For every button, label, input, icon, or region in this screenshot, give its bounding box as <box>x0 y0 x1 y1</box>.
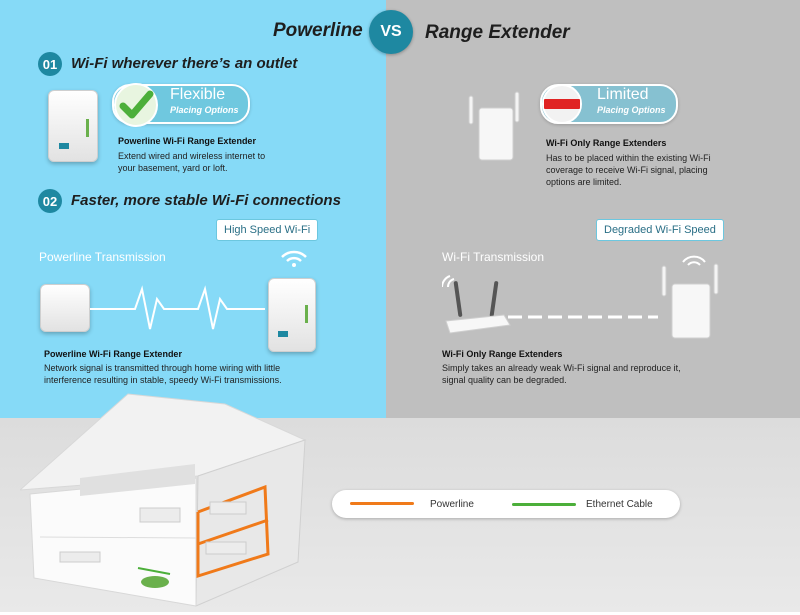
limited-sublabel: Placing Options <box>597 105 666 115</box>
wifi-only-extender-name-2: Wi-Fi Only Range Extenders <box>442 349 563 359</box>
wifi-signal-icon <box>279 248 309 273</box>
section-number-01: 01 <box>38 52 62 76</box>
powerline-wifi-extender-device <box>268 278 316 352</box>
limited-bar-icon <box>540 84 584 129</box>
powerline-panel <box>0 0 386 418</box>
degraded-speed-bubble: Degraded Wi-Fi Speed <box>596 219 724 241</box>
section1-heading: Wi-Fi wherever there’s an outlet <box>71 55 298 72</box>
checkmark-icon <box>113 82 159 133</box>
powerline-description: Extend wired and wireless internet to yo… <box>118 151 266 173</box>
range-extender-description: Has to be placed within the existing Wi-… <box>546 153 711 187</box>
legend: Powerline Ethernet Cable <box>332 490 680 518</box>
flexible-sublabel: Placing Options <box>170 105 239 115</box>
range-extender-device <box>465 90 525 169</box>
wifi-transmission-label: Wi-Fi Transmission <box>442 250 545 264</box>
section-number-02: 02 <box>38 189 62 213</box>
powerline-legend-label: Powerline <box>430 499 474 510</box>
high-speed-bubble: High Speed Wi-Fi <box>216 219 319 241</box>
wifi-router-device <box>441 275 512 342</box>
range-extender-title: Range Extender <box>425 22 570 43</box>
section2-heading: Faster, more stable Wi-Fi connections <box>71 192 341 209</box>
powerline-signal-wave <box>90 284 265 339</box>
house-illustration <box>18 392 320 615</box>
limited-label: Limited <box>597 86 649 103</box>
powerline-extender-device <box>48 90 98 162</box>
vs-badge: VS <box>369 10 413 54</box>
weak-wifi-icon <box>681 254 707 275</box>
powerline-transmission-label: Powerline Transmission <box>39 250 166 264</box>
powerline-title: Powerline <box>273 20 363 41</box>
flexible-label: Flexible <box>170 86 226 103</box>
powerline-legend-swatch <box>350 502 414 505</box>
wifi-range-extender-device <box>658 262 724 347</box>
weak-signal-dashes <box>508 308 658 326</box>
powerline-extender-name-2: Powerline Wi-Fi Range Extender <box>44 349 182 359</box>
range-extender-product-name: Wi-Fi Only Range Extenders <box>546 138 667 148</box>
ethernet-legend-label: Ethernet Cable <box>586 499 653 510</box>
powerline-product-name: Powerline Wi-Fi Range Extender <box>118 136 256 146</box>
wifi-transmission-description: Simply takes an already weak Wi-Fi signa… <box>442 363 681 385</box>
ethernet-legend-swatch <box>512 503 576 506</box>
powerline-adapter-device <box>40 284 90 332</box>
powerline-transmission-description: Network signal is transmitted through ho… <box>44 363 282 385</box>
range-extender-panel <box>386 0 800 418</box>
